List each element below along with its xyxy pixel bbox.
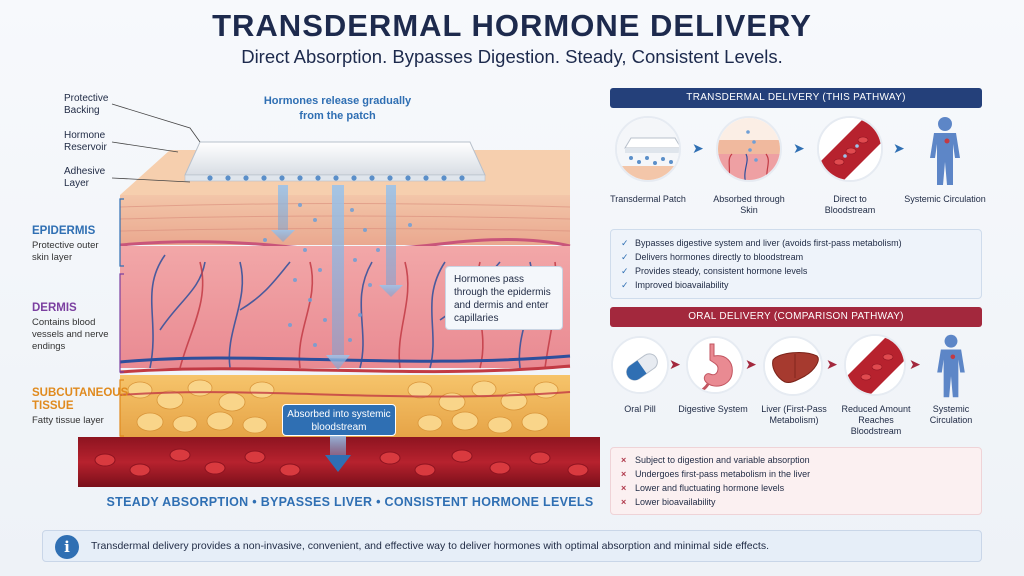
blood-vessel-icon — [844, 334, 906, 396]
arrow-icon: ➤ — [826, 356, 838, 372]
skin-icon — [716, 116, 782, 182]
arrow-icon: ➤ — [893, 140, 905, 156]
list-item: ✓Delivers hormones directly to bloodstre… — [621, 252, 804, 262]
oral-header: ORAL DELIVERY (COMPARISON PATHWAY) — [610, 307, 982, 327]
list-item: ✓Improved bioavailability — [621, 280, 729, 290]
transdermal-step-label: Transdermal Patch — [610, 194, 686, 204]
blood-vessel-icon — [817, 116, 883, 182]
oral-step-label: Reduced Amount Reaches Bloodstream — [841, 404, 911, 436]
transdermal-step-label: Absorbed through Skin — [713, 194, 785, 215]
list-item: ×Subject to digestion and variable absor… — [621, 455, 810, 465]
oral-step-label: Digestive System — [678, 404, 748, 414]
hormone-reservoir-label: Hormone Reservoir — [64, 130, 107, 153]
arrow-icon: ➤ — [692, 140, 704, 156]
arrow-icon: ➤ — [793, 140, 805, 156]
skin-cross-section-diagram: Protective Backing Hormone Reservoir Adh… — [32, 93, 600, 509]
transdermal-step-label: Direct to Bloodstream — [824, 194, 876, 215]
check-icon: ✓ — [621, 280, 629, 290]
oral-step-label: Systemic Circulation — [929, 404, 973, 425]
x-icon: × — [621, 469, 627, 479]
body-icon — [928, 332, 974, 400]
pill-icon — [611, 336, 669, 394]
patch-icon — [615, 116, 681, 182]
info-icon: i — [55, 535, 79, 559]
x-icon: × — [621, 483, 627, 493]
liver-icon — [763, 336, 823, 396]
info-footer: i Transdermal delivery provides a non-in… — [42, 530, 982, 562]
stomach-icon — [686, 336, 744, 394]
epidermis-desc: Protective outer skin layer — [32, 240, 99, 263]
transdermal-step-label: Systemic Circulation — [904, 194, 986, 204]
list-item: ×Lower bioavailability — [621, 497, 716, 507]
arrow-icon: ➤ — [745, 356, 757, 372]
x-icon: × — [621, 455, 627, 465]
arrow-icon: ➤ — [669, 356, 681, 372]
release-callout: Hormones release gradually from the patc… — [263, 95, 412, 122]
x-icon: × — [621, 497, 627, 507]
page-title: TRANSDERMAL HORMONE DELIVERY — [212, 8, 812, 43]
epidermis-title: EPIDERMIS — [32, 225, 96, 237]
check-icon: ✓ — [621, 252, 629, 262]
dermis-desc: Contains blood vessels and nerve endings — [32, 317, 109, 352]
list-item: ×Lower and fluctuating hormone levels — [621, 483, 785, 493]
oral-step-label: Liver (First-Pass Metabolism) — [761, 404, 827, 425]
footer-text: Transdermal delivery provides a non-inva… — [91, 540, 769, 552]
bottom-tagline: STEADY ABSORPTION • BYPASSES LIVER • CON… — [106, 495, 594, 509]
adhesive-layer-label: Adhesive Layer — [64, 166, 106, 189]
absorbed-bloodstream-label: Absorbed into systemic bloodstream — [282, 404, 396, 436]
list-item: ✓Bypasses digestive system and liver (av… — [621, 238, 902, 248]
list-item: ×Undergoes first-pass metabolism in the … — [621, 469, 811, 479]
subcutaneous-desc: Fatty tissue layer — [32, 415, 104, 426]
oral-drawbacks-list: ×Subject to digestion and variable absor… — [610, 447, 982, 515]
page-subtitle: Direct Absorption. Bypasses Digestion. S… — [241, 46, 783, 67]
dermis-title: DERMIS — [32, 302, 77, 314]
body-icon — [920, 116, 970, 186]
arrow-icon: ➤ — [909, 356, 921, 372]
check-icon: ✓ — [621, 238, 629, 248]
oral-step-label: Oral Pill — [624, 404, 656, 414]
transdermal-benefits-list: ✓Bypasses digestive system and liver (av… — [610, 229, 982, 299]
transdermal-header: TRANSDERMAL DELIVERY (THIS PATHWAY) — [610, 88, 982, 108]
pass-through-callout: Hormones pass through the epidermis and … — [445, 266, 563, 330]
check-icon: ✓ — [621, 266, 629, 276]
list-item: ✓Provides steady, consistent hormone lev… — [621, 266, 808, 276]
subcutaneous-title: SUBCUTANEOUS TISSUE — [32, 387, 129, 412]
protective-backing-label: Protective Backing — [64, 93, 109, 116]
